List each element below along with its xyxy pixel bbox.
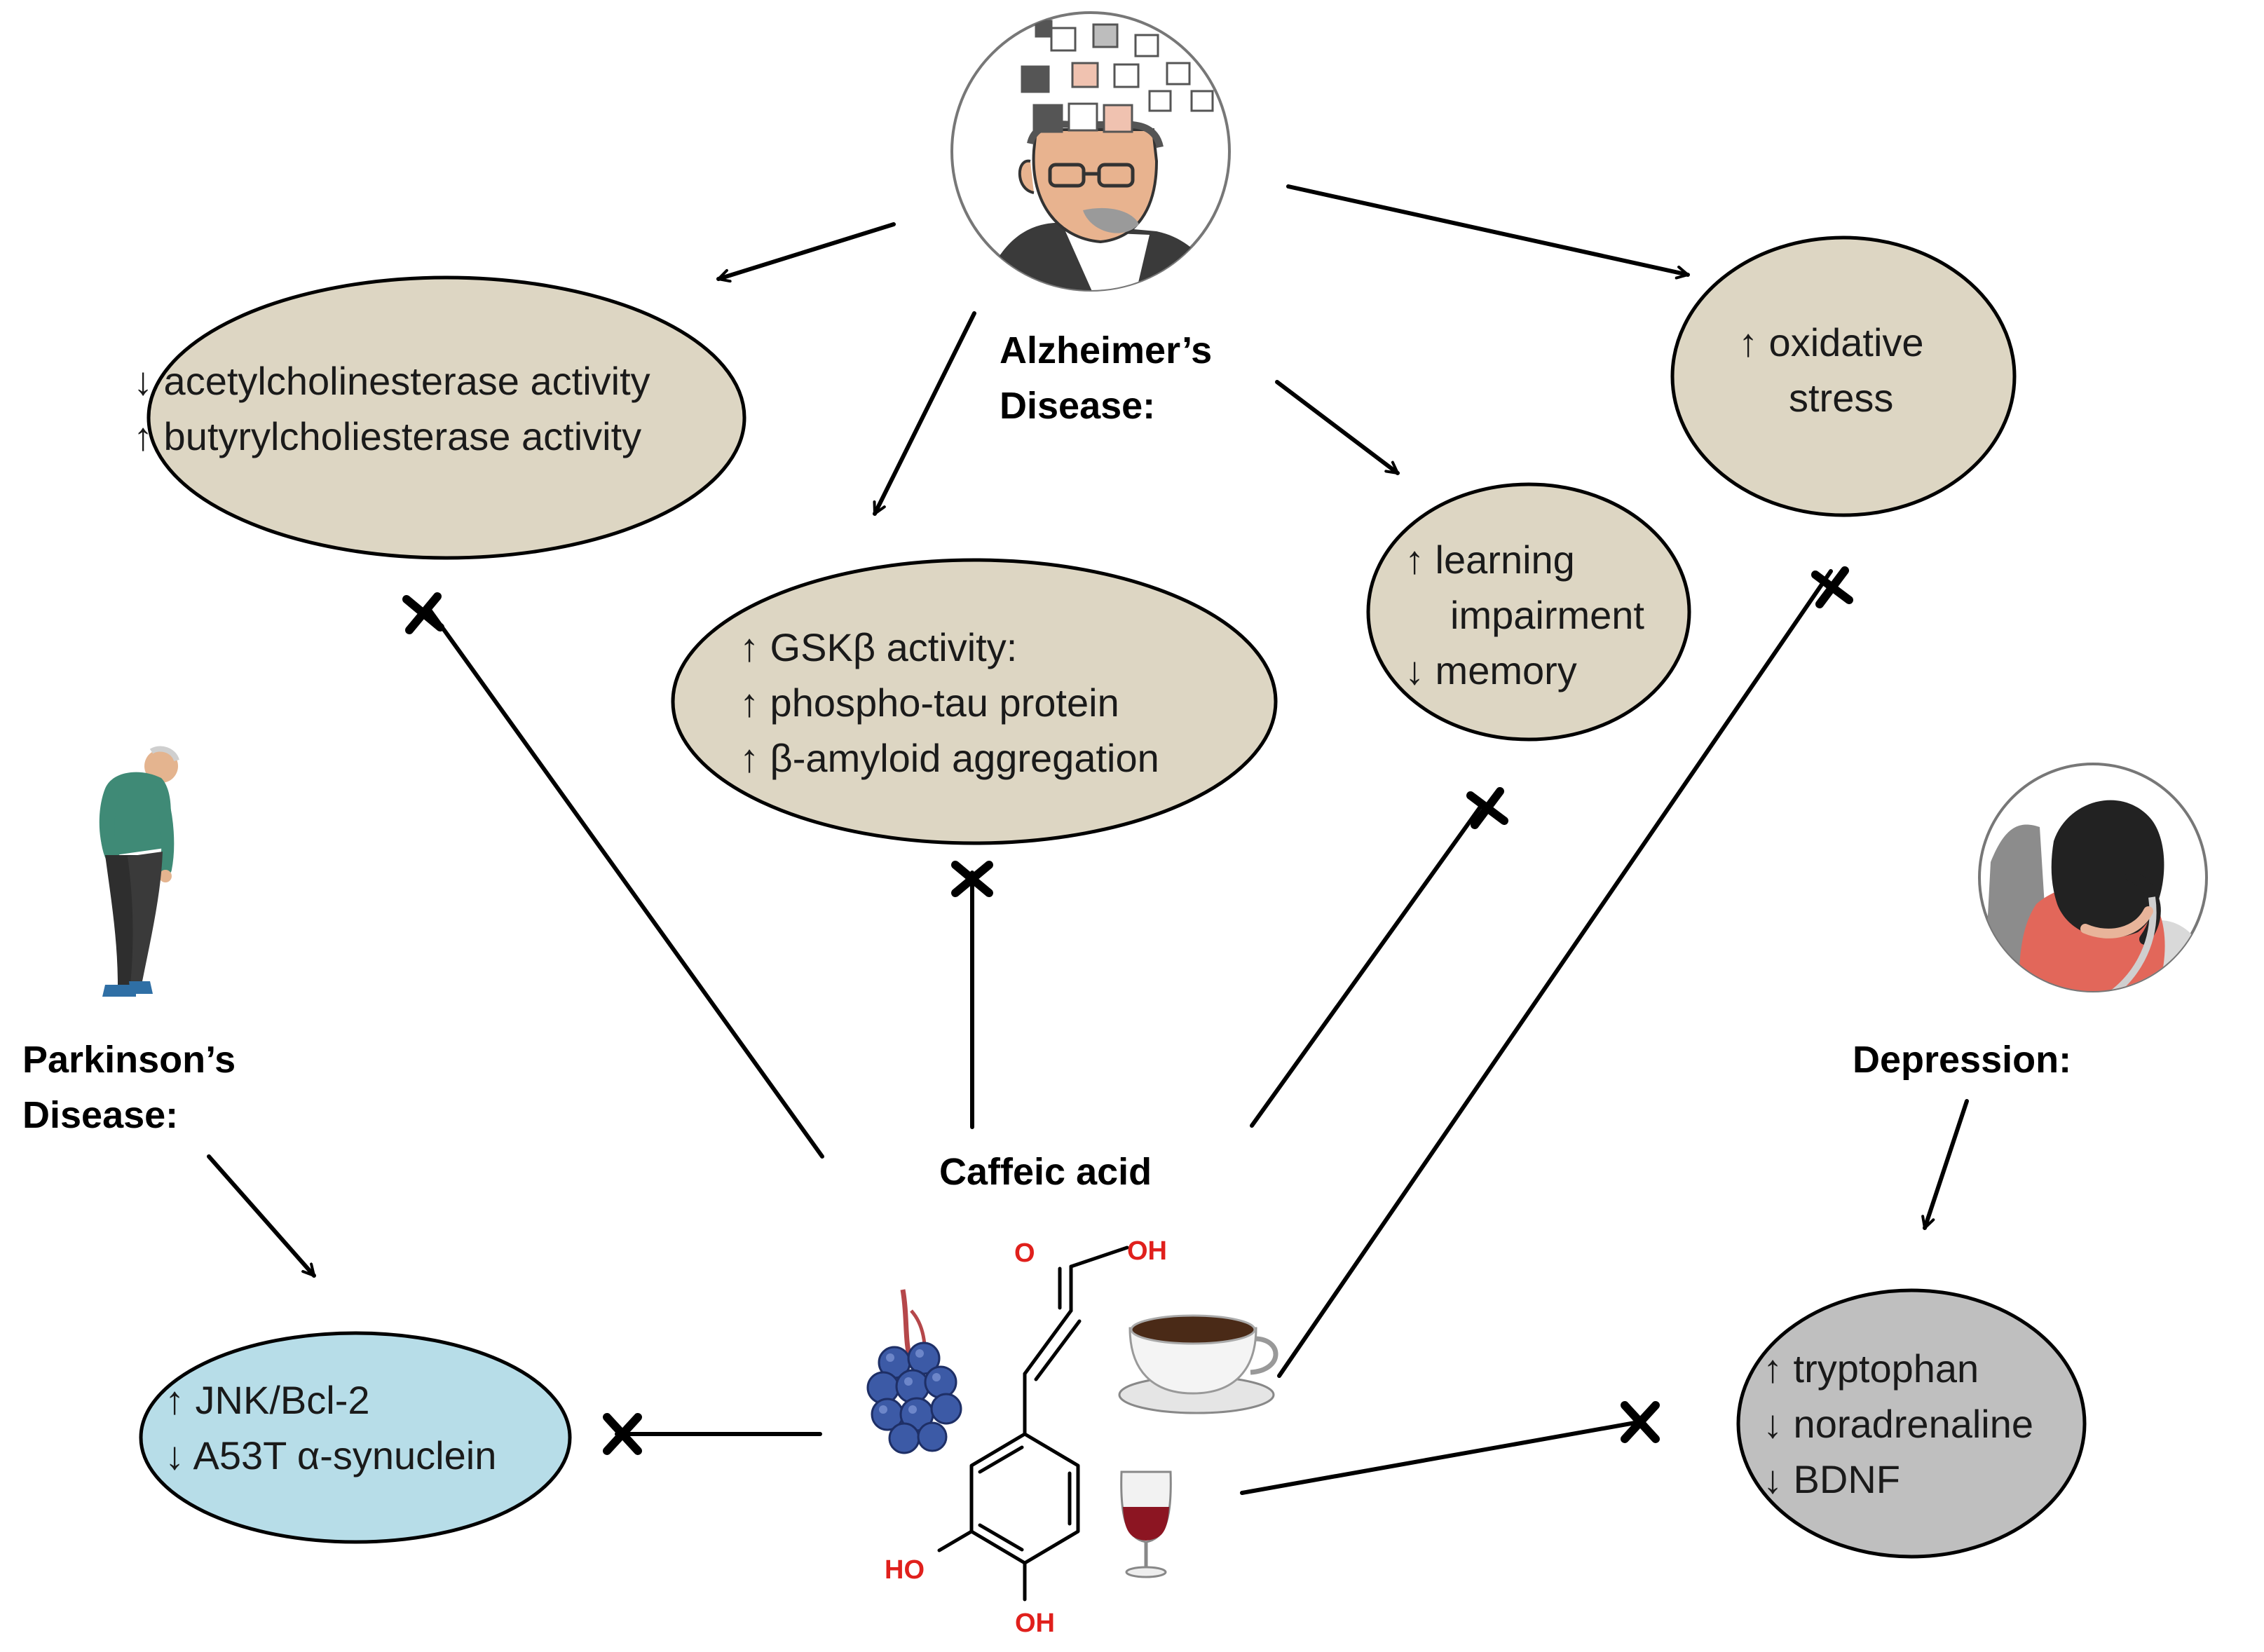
atom-ho-left: HO (885, 1555, 925, 1585)
caffeic-acid-structure (937, 1245, 1129, 1602)
x-mark-jnk (603, 1413, 642, 1455)
inhibition-marks (402, 566, 1853, 1455)
inhibition-lines (425, 569, 1833, 1495)
oxidative-line-2: stress (1789, 376, 1893, 420)
label-alzheimers: Alzheimer’s Disease: (1000, 329, 1212, 427)
depression-line-2: ↓ noradrenaline (1763, 1402, 2033, 1446)
blueberry-icon (866, 1289, 962, 1454)
parkinsons-line-1: Parkinson’s (22, 1039, 236, 1081)
parkinsons-line-2: Disease: (22, 1094, 178, 1136)
gsk-line-3: ↑ β-amyloid aggregation (739, 736, 1159, 780)
ellipse-cholinesterase: ↓ acetylcholinesterase activity ↑ butyry… (133, 275, 746, 560)
coffee-cup-icon (1118, 1314, 1278, 1414)
inhibit-oxidative (1277, 569, 1833, 1378)
learning-line-3: ↓ memory (1405, 648, 1577, 692)
alzheimers-patient-icon (950, 11, 1231, 292)
label-depression: Depression: (1853, 1039, 2071, 1081)
disease-arrows (207, 184, 1969, 1278)
arrow-alz-to-gsk (873, 311, 976, 516)
jnk-line-2: ↓ A53T α-synuclein (165, 1433, 496, 1477)
atom-o-top: O (1014, 1238, 1035, 1268)
arrow-alz-to-oxidative (1286, 184, 1690, 280)
ellipse-learning: ↑ learning impairment ↓ memory (1366, 482, 1691, 742)
gsk-shape (671, 558, 1278, 845)
arrow-alz-to-learning (1275, 380, 1400, 475)
cholinesterase-shape (146, 275, 746, 560)
depression-line-3: ↓ BDNF (1763, 1457, 1900, 1501)
jnk-shape (139, 1331, 572, 1544)
ellipse-depression: ↑ tryptophan ↓ noradrenaline ↓ BDNF (1736, 1288, 2087, 1559)
cholinesterase-line-1: ↓ acetylcholinesterase activity (133, 359, 650, 403)
depression-shape (1736, 1288, 2087, 1559)
learning-line-1: ↑ learning (1405, 538, 1575, 582)
atom-oh-top: OH (1127, 1236, 1167, 1266)
atom-oh-bottom: OH (1015, 1609, 1055, 1638)
arrow-depression-to-effects (1921, 1099, 1969, 1230)
cholinesterase-line-2: ↑ butyrylcholiesterase activity (133, 414, 641, 458)
inhibit-depression (1240, 1420, 1641, 1495)
arrow-parkinsons-to-jnk (207, 1154, 316, 1278)
oxidative-line-1: ↑ oxidative (1738, 320, 1924, 364)
oxidative-shape (1670, 235, 2017, 517)
label-caffeic-acid: Caffeic acid (939, 1151, 1152, 1193)
gsk-line-2: ↑ phospho-tau protein (739, 681, 1119, 725)
ellipse-gsk: ↑ GSKβ activity: ↑ phospho-tau protein ↑… (671, 558, 1278, 845)
jnk-line-1: ↑ JNK/Bcl-2 (165, 1378, 370, 1422)
depression-line-1: ↑ tryptophan (1763, 1346, 1979, 1391)
parkinsons-patient-icon (99, 746, 179, 997)
learning-shape (1366, 482, 1691, 742)
x-mark-depression (1621, 1401, 1660, 1443)
wine-glass-icon (1120, 1470, 1172, 1578)
ellipse-oxidative: ↑ oxidative stress (1670, 235, 2017, 517)
depressed-person-icon (1978, 763, 2208, 992)
ellipse-jnk: ↑ JNK/Bcl-2 ↓ A53T α-synuclein (139, 1331, 572, 1544)
alzheimers-line-2: Disease: (1000, 385, 1155, 427)
x-mark-oxidative (1811, 566, 1853, 608)
inhibit-cholinesterase (425, 605, 824, 1159)
x-mark-gsk (951, 861, 993, 897)
x-mark-learning (1466, 787, 1508, 829)
label-parkinsons: Parkinson’s Disease: (22, 1039, 236, 1136)
gsk-line-1: ↑ GSKβ activity: (739, 625, 1017, 669)
learning-line-2: impairment (1450, 593, 1644, 637)
inhibit-learning (1250, 802, 1485, 1128)
x-mark-cholinesterase (402, 592, 444, 634)
alzheimers-line-1: Alzheimer’s (1000, 329, 1212, 371)
arrow-alz-to-cholinesterase (716, 222, 896, 283)
